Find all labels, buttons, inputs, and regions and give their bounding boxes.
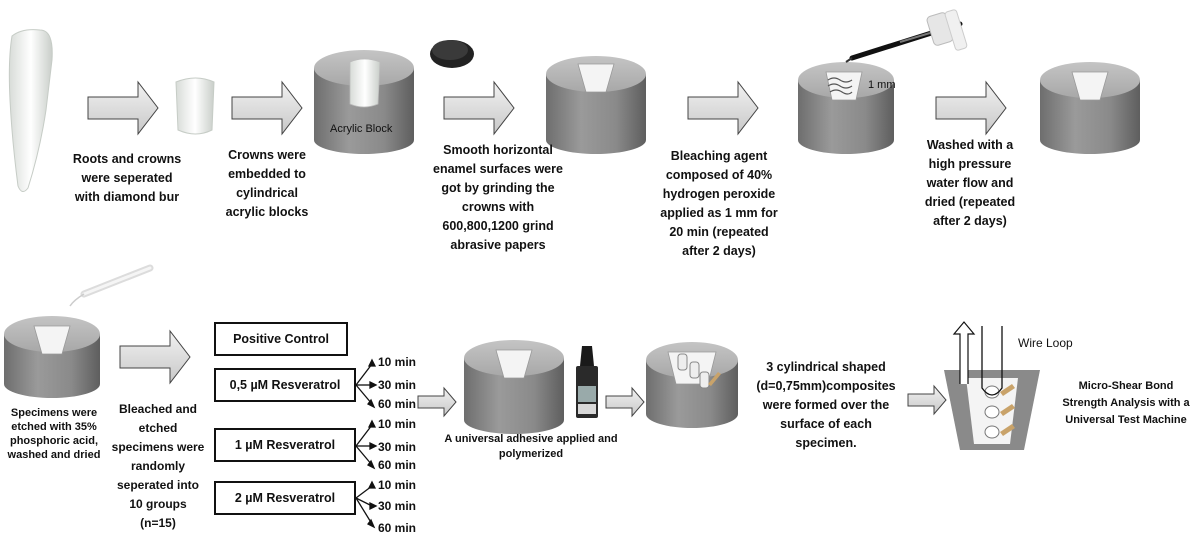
- crown-illustration: [175, 77, 215, 135]
- group-resveratrol-1: 1 µM Resveratrol: [214, 428, 356, 462]
- time-10-g1: 10 min: [378, 355, 417, 369]
- shear-test-illustration: [944, 321, 1040, 450]
- acrylic-block-7: [646, 342, 738, 428]
- time-30-g1: 30 min: [378, 378, 417, 392]
- time-60-g1: 60 min: [378, 397, 417, 411]
- time-branches: [355, 358, 378, 529]
- acrylic-block-3: [798, 62, 894, 154]
- shear-label: Micro-Shear Bond Strength Analysis with …: [1062, 380, 1190, 426]
- step4-label: Bleaching agent composed of 40% hydrogen…: [660, 149, 778, 258]
- adhesive-bottle-icon: [576, 346, 598, 418]
- wire-loop-label: Wire Loop: [1018, 336, 1073, 350]
- abrasive-disc-icon: [430, 40, 474, 68]
- acrylic-block-1: [314, 50, 414, 154]
- arrow-9: [907, 384, 947, 416]
- arrow-6: [119, 329, 191, 385]
- time-60-g3: 60 min: [378, 521, 417, 535]
- step1-label: Roots and crowns were seperated with dia…: [72, 152, 182, 204]
- arrow-5: [935, 80, 1007, 136]
- etch-label: Specimens were etched with 35% phosphori…: [7, 407, 101, 461]
- tooth-illustration: [8, 29, 53, 192]
- arrow-1: [87, 80, 159, 136]
- composite-label: 3 cylindrical shaped (d=0,75mm)composite…: [756, 360, 896, 450]
- time-30-g3: 30 min: [378, 499, 417, 513]
- arrow-3: [443, 80, 515, 136]
- arrow-7: [417, 386, 457, 418]
- arrow-2: [231, 80, 303, 136]
- acrylic-block-5: [4, 316, 100, 398]
- arrow-8: [605, 386, 645, 418]
- time-10-g2: 10 min: [378, 417, 417, 431]
- time-30-g2: 30 min: [378, 440, 417, 454]
- acrylic-block-label: Acrylic Block: [330, 123, 393, 135]
- acrylic-block-2: [546, 56, 646, 154]
- syringe-icon: [845, 9, 968, 63]
- acrylic-block-4: [1040, 62, 1140, 154]
- groups-label: Bleached and etched specimens were rando…: [111, 402, 205, 530]
- group-positive-control: Positive Control: [214, 322, 348, 356]
- time-10-g3: 10 min: [378, 478, 417, 492]
- acrylic-block-6: [464, 340, 564, 434]
- step5-label: Washed with a high pressure water flow a…: [924, 138, 1016, 228]
- step2-label: Crowns were embedded to cylindrical acry…: [225, 148, 309, 219]
- time-60-g2: 60 min: [378, 458, 417, 472]
- step3-label: Smooth horizontal enamel surfaces were g…: [433, 143, 563, 252]
- gel-thickness-label: 1 mm: [868, 79, 896, 91]
- pull-arrow-icon: [952, 321, 976, 384]
- group-resveratrol-2: 2 µM Resveratrol: [214, 481, 356, 515]
- adhesive-label: A universal adhesive applied and polymer…: [444, 433, 618, 460]
- arrow-4: [687, 80, 759, 136]
- etch-syringe-icon: [69, 264, 154, 307]
- group-resveratrol-05: 0,5 µM Resveratrol: [214, 368, 356, 402]
